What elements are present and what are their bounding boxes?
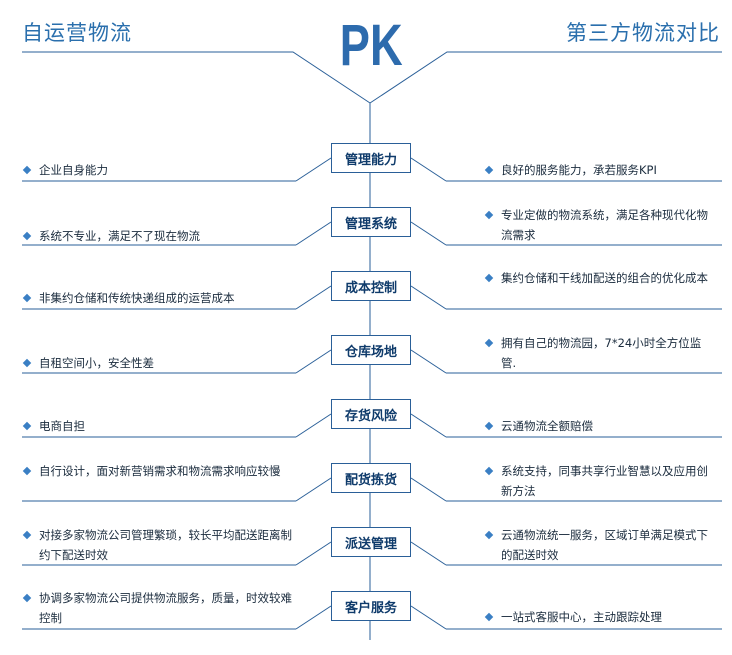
bullet-icon: [22, 165, 32, 175]
row-left-connector: [295, 349, 332, 374]
left-item-text: 自行设计，面对新营销需求和物流需求响应较慢: [39, 464, 281, 478]
right-item: 拥有自己的物流园，7*24小时全方位监管.: [484, 333, 716, 373]
bullet-icon: [22, 466, 32, 476]
category-box: 存货风险: [331, 399, 411, 429]
row-right-connector: [410, 477, 447, 502]
bullet-icon: [22, 593, 32, 603]
left-item-text: 企业自身能力: [39, 163, 108, 177]
right-item: 云通物流统一服务，区域订单满足模式下的配送时效: [484, 525, 716, 565]
row-right-connector: [410, 157, 447, 182]
bullet-icon: [484, 210, 494, 220]
row-left-connector: [295, 221, 332, 246]
row-right-connector: [410, 349, 447, 374]
left-item: 对接多家物流公司管理繁琐，较长平均配送距离制约下配送时效: [22, 525, 294, 565]
bullet-icon: [484, 273, 494, 283]
row-right-connector: [410, 413, 447, 438]
right-item-text: 专业定做的物流系统，满足各种现代化物流需求: [501, 208, 708, 242]
right-item-text: 良好的服务能力，承若服务KPI: [501, 163, 657, 177]
category-box: 管理能力: [331, 143, 411, 173]
right-item-text: 系统支持，同事共享行业智慧以及应用创新方法: [501, 464, 708, 498]
row-left-connector: [295, 477, 332, 502]
right-item: 云通物流全额赔偿: [484, 416, 716, 436]
category-box: 派送管理: [331, 527, 411, 557]
left-item-text: 非集约仓储和传统快递组成的运营成本: [39, 291, 235, 305]
bullet-icon: [22, 530, 32, 540]
right-item: 良好的服务能力，承若服务KPI: [484, 160, 716, 180]
bullet-icon: [484, 165, 494, 175]
category-label: 管理系统: [344, 216, 397, 232]
row-left-connector: [295, 605, 332, 630]
self-operated-title: 自运营物流: [22, 21, 132, 45]
category-label: 成本控制: [344, 280, 397, 296]
bullet-icon: [484, 338, 494, 348]
right-item-text: 拥有自己的物流园，7*24小时全方位监管.: [501, 336, 702, 370]
bullet-icon: [484, 530, 494, 540]
right-item: 集约仓储和干线加配送的组合的优化成本: [484, 268, 716, 288]
category-label: 派送管理: [344, 536, 397, 552]
right-item: 一站式客服中心，主动跟踪处理: [484, 607, 716, 627]
left-item: 企业自身能力: [22, 160, 294, 180]
right-item-text: 一站式客服中心，主动跟踪处理: [501, 610, 662, 624]
row-left-connector: [295, 285, 332, 310]
category-box: 客户服务: [331, 591, 411, 621]
category-label: 管理能力: [344, 152, 397, 168]
left-item-text: 自租空间小，安全性差: [39, 356, 154, 370]
bullet-icon: [22, 421, 32, 431]
left-item: 电商自担: [22, 416, 294, 436]
row-left-connector: [295, 541, 332, 566]
right-item-text: 集约仓储和干线加配送的组合的优化成本: [501, 271, 708, 285]
bullet-icon: [484, 466, 494, 476]
category-box: 仓库场地: [331, 335, 411, 365]
row-right-connector: [410, 221, 447, 246]
bullet-icon: [22, 231, 32, 241]
bullet-icon: [484, 421, 494, 431]
category-label: 仓库场地: [344, 344, 397, 360]
left-item-text: 协调多家物流公司提供物流服务，质量，时效较难控制: [39, 591, 292, 625]
row-right-connector: [410, 285, 447, 310]
category-box: 配货拣货: [331, 463, 411, 493]
category-box: 管理系统: [331, 207, 411, 237]
category-label: 客户服务: [344, 600, 397, 616]
category-label: 配货拣货: [344, 472, 397, 488]
bullet-icon: [484, 612, 494, 622]
right-item-text: 云通物流全额赔偿: [501, 419, 593, 433]
row-left-connector: [295, 157, 332, 182]
row-right-connector: [410, 605, 447, 630]
pk-title: PK: [339, 13, 403, 78]
third-party-title: 第三方物流对比: [566, 21, 720, 45]
left-item-text: 对接多家物流公司管理繁琐，较长平均配送距离制约下配送时效: [39, 528, 292, 562]
bullet-icon: [22, 358, 32, 368]
left-item: 自行设计，面对新营销需求和物流需求响应较慢: [22, 461, 294, 481]
header-right-bracket: [369, 51, 722, 104]
row-right-connector: [410, 541, 447, 566]
right-item: 专业定做的物流系统，满足各种现代化物流需求: [484, 205, 716, 245]
header-left-bracket: [22, 51, 371, 104]
left-item: 系统不专业，满足不了现在物流: [22, 226, 294, 246]
left-item: 自租空间小，安全性差: [22, 353, 294, 373]
category-label: 存货风险: [344, 408, 397, 424]
row-left-connector: [295, 413, 332, 438]
category-box: 成本控制: [331, 271, 411, 301]
bullet-icon: [22, 293, 32, 303]
right-item-text: 云通物流统一服务，区域订单满足模式下的配送时效: [501, 528, 708, 562]
left-item-text: 电商自担: [39, 419, 85, 433]
right-item: 系统支持，同事共享行业智慧以及应用创新方法: [484, 461, 716, 501]
left-item: 协调多家物流公司提供物流服务，质量，时效较难控制: [22, 588, 294, 628]
left-item-text: 系统不专业，满足不了现在物流: [39, 229, 200, 243]
left-item: 非集约仓储和传统快递组成的运营成本: [22, 288, 294, 308]
